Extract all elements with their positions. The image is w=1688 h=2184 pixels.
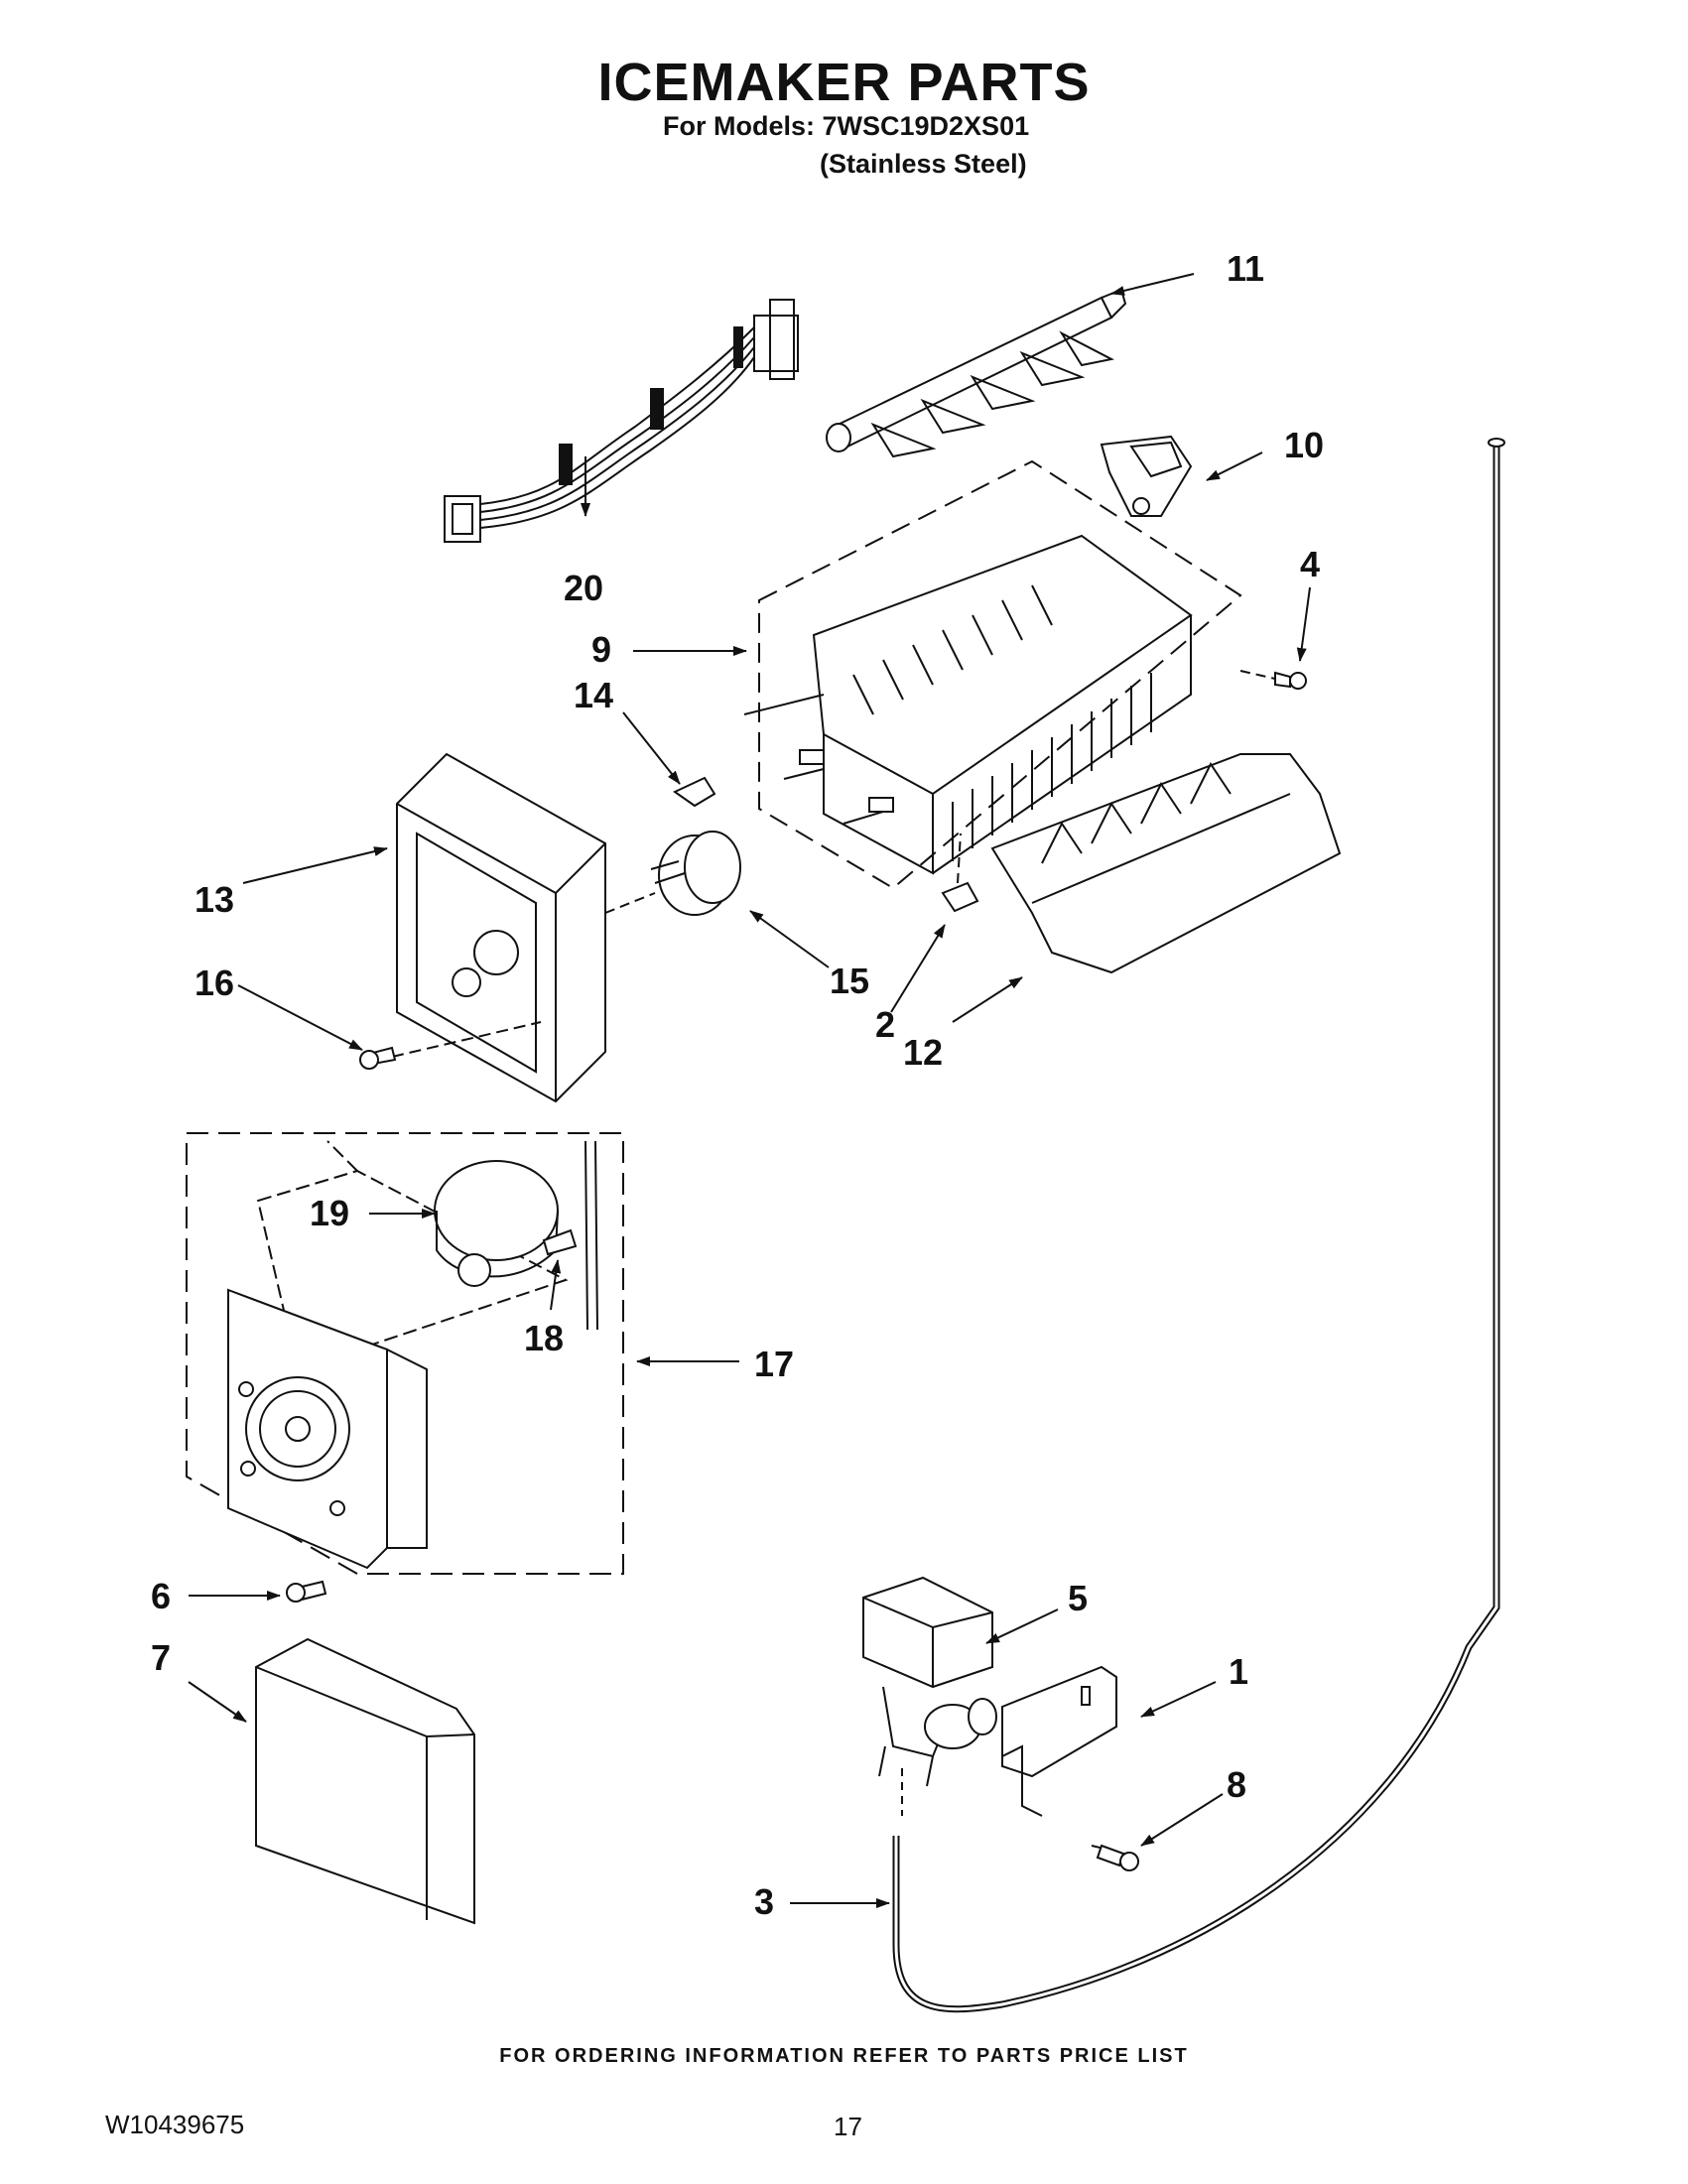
ordering-note: FOR ORDERING INFORMATION REFER TO PARTS …: [499, 2045, 1189, 2067]
callout-2: 2: [875, 1004, 896, 1045]
screw-4-part: [1239, 670, 1307, 690]
finish-line: (Stainless Steel): [820, 149, 1027, 179]
callout-20: 20: [564, 568, 604, 608]
document-number: W10439675: [105, 2110, 245, 2139]
callout-11: 11: [1227, 248, 1265, 289]
callout-19: 19: [310, 1193, 350, 1233]
clip-2-part: [941, 881, 979, 913]
valve-bracket-part: [1001, 1665, 1117, 1817]
callout-4: 4: [1300, 544, 1321, 584]
screw-6-part: [286, 1580, 327, 1603]
callout-3: 3: [754, 1881, 775, 1922]
callout-18: 18: [524, 1318, 565, 1358]
screw-8-part: [1091, 1844, 1139, 1871]
callout-10: 10: [1284, 425, 1325, 465]
callout-12: 12: [903, 1032, 944, 1073]
motor-19-part: [434, 1140, 598, 1331]
callout-8: 8: [1227, 1764, 1247, 1805]
stripper-part: [990, 753, 1342, 974]
ice-mold-part: [743, 459, 1242, 890]
callout-17: 17: [754, 1344, 795, 1384]
ejector-part: [826, 288, 1127, 458]
cover-part: [255, 1637, 475, 1925]
module-housing-part: [396, 752, 656, 1103]
callout-9: 9: [591, 629, 612, 670]
callout-leaders: [188, 273, 1311, 1908]
wire-harness-part: [444, 299, 799, 543]
callout-5: 5: [1068, 1578, 1089, 1618]
page-title: ICEMAKER PARTS: [597, 53, 1091, 112]
callout-16: 16: [195, 963, 235, 1003]
callout-1: 1: [1229, 1651, 1249, 1692]
thermostat-part: [542, 1228, 578, 1256]
callout-6: 6: [151, 1576, 172, 1616]
clip-14-part: [673, 776, 716, 808]
bracket-part: [1100, 435, 1193, 517]
callout-14: 14: [574, 675, 614, 715]
water-tube-part: [892, 438, 1505, 2013]
callout-15: 15: [830, 961, 870, 1001]
motor-15-part: [650, 831, 741, 916]
page-number: 17: [834, 2112, 862, 2141]
callout-13: 13: [195, 879, 235, 920]
module-body-part: [227, 1288, 428, 1570]
screw-16-part: [359, 1021, 542, 1070]
models-line: For Models: 7WSC19D2XS01: [663, 111, 1030, 141]
callout-7: 7: [151, 1637, 172, 1678]
water-valve-part: [862, 1576, 997, 1787]
